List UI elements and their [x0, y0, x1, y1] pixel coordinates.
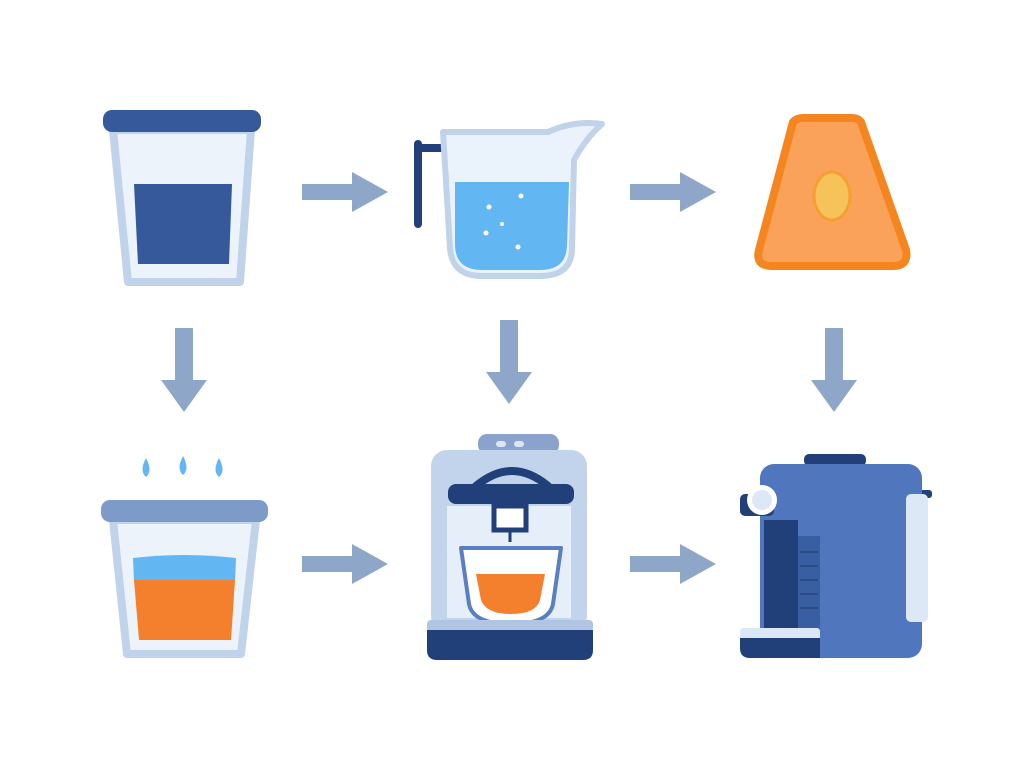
measuring-jug-water-icon [414, 120, 605, 279]
steaming-glass-orange-liquid-icon [101, 456, 268, 658]
pod-coffee-maker-icon [740, 454, 932, 658]
lidded-glass-dark-liquid-icon [103, 110, 261, 286]
arrow-step1-to-step2 [302, 172, 388, 212]
arrow-step2-to-step3 [630, 172, 716, 212]
arrow-step2-to-step5 [486, 320, 532, 404]
arrow-step5-to-step6 [630, 544, 716, 584]
espresso-machine-icon [427, 434, 593, 660]
orange-cone-bean-icon [754, 114, 911, 270]
arrow-step1-to-step4 [161, 328, 207, 412]
arrow-step3-to-step6 [811, 328, 857, 412]
arrow-step4-to-step5 [302, 544, 388, 584]
